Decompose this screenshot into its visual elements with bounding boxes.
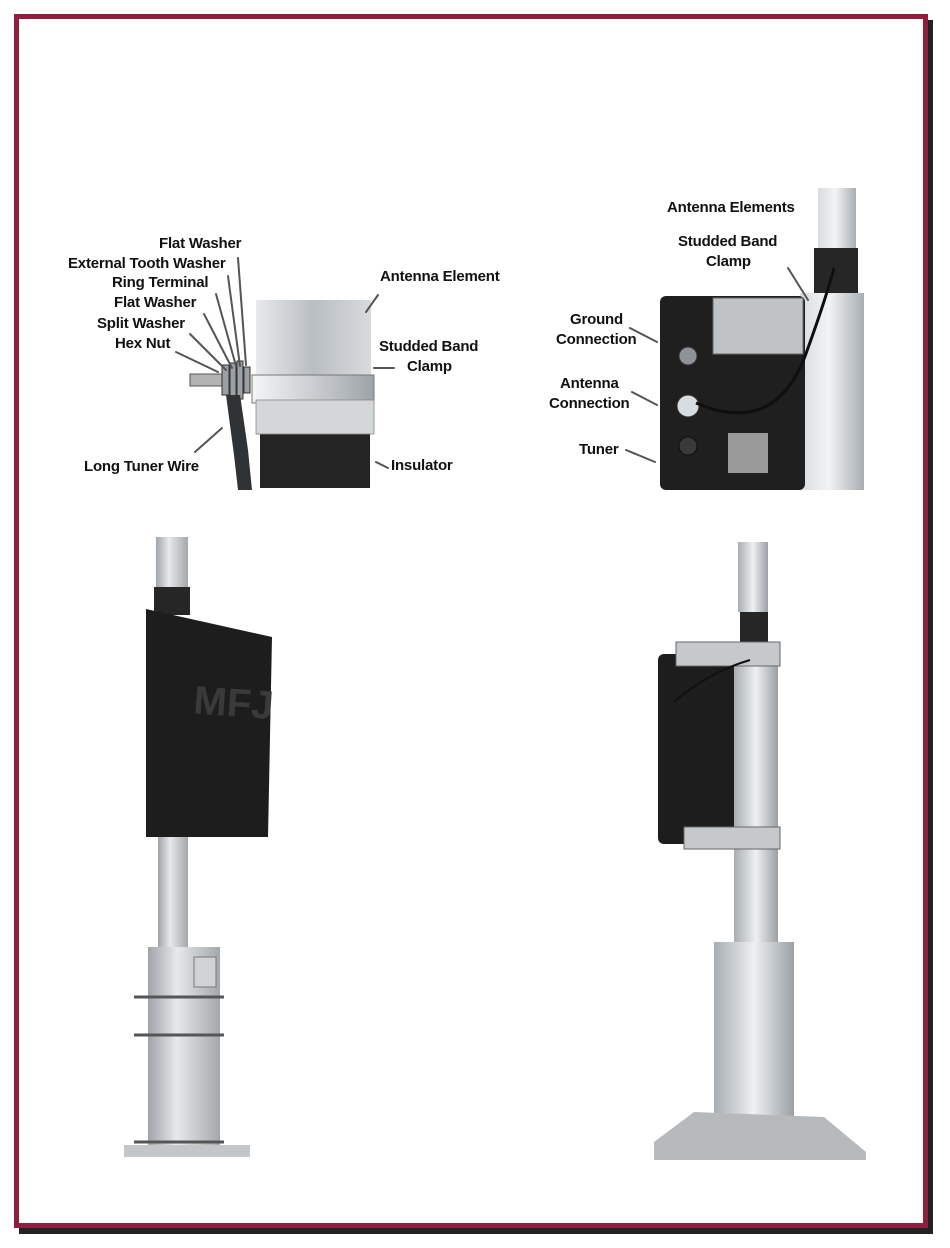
label-studded-band-clamp-left-line2: Clamp [407, 357, 452, 377]
label-split-washer: Split Washer [97, 314, 185, 334]
label-ground-connection-line1: Ground [570, 310, 623, 330]
insulator-tube [260, 430, 370, 488]
mast-rear-view-photo [654, 542, 866, 1160]
label-studded-band-clamp-left-line1: Studded Band [379, 337, 478, 357]
ground-stud [679, 347, 697, 365]
label-hex-nut: Hex Nut [115, 334, 170, 354]
base-plate [124, 1145, 250, 1157]
label-external-tooth-washer: External Tooth Washer [68, 254, 226, 274]
base-sleeve-side [194, 957, 216, 987]
label-long-tuner-wire: Long Tuner Wire [84, 457, 199, 477]
band-clamp-lower [256, 400, 374, 434]
label-antenna-connection-line1: Antenna [560, 374, 619, 394]
mast-front-view-photo: MFJ [124, 537, 274, 1157]
label-insulator: Insulator [391, 456, 453, 476]
label-flat-washer-1: Flat Washer [159, 234, 241, 254]
label-antenna-connection-line2: Connection [549, 394, 630, 414]
bracket-bottom [684, 827, 780, 849]
mast-middle [158, 817, 188, 967]
insulator-section [814, 248, 858, 293]
tuner-wire [226, 395, 252, 490]
band-clamp [252, 375, 374, 403]
label-ground-connection-line2: Connection [556, 330, 637, 350]
label-studded-band-clamp-right-line1: Studded Band [678, 232, 777, 252]
label-flat-washer-2: Flat Washer [114, 293, 196, 313]
washer-stack [222, 361, 250, 399]
base-plate [654, 1112, 866, 1160]
mast-lower [800, 293, 864, 490]
tuner-label [728, 433, 768, 473]
mast-top [738, 542, 768, 612]
label-antenna-elements: Antenna Elements [667, 198, 795, 218]
bracket-top [676, 642, 780, 666]
label-tuner: Tuner [579, 440, 619, 460]
mast-upper [818, 188, 856, 248]
label-studded-band-clamp-right-line2: Clamp [706, 252, 751, 272]
label-ring-terminal: Ring Terminal [112, 273, 208, 293]
mounting-bracket [713, 298, 803, 354]
hardware-stack-photo [180, 295, 380, 490]
antenna-stud [677, 395, 699, 417]
tuner-logo: MFJ [192, 679, 274, 728]
label-antenna-element: Antenna Element [380, 267, 500, 287]
insulator [154, 587, 190, 615]
base-sleeve [714, 942, 794, 1122]
tuner-connector [679, 437, 697, 455]
insulator [740, 612, 768, 642]
